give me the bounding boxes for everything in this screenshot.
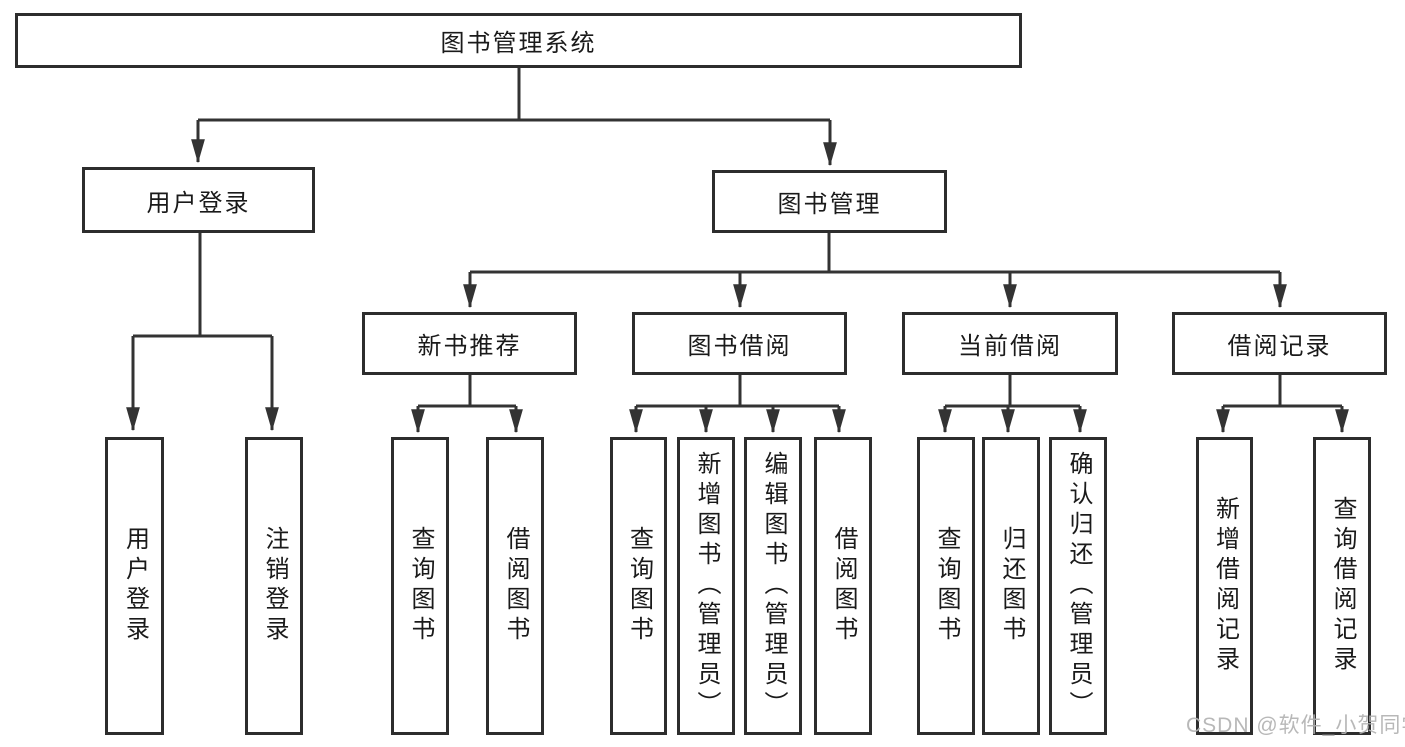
node-leaf-borrow-books-label: 借阅图书 bbox=[830, 526, 857, 646]
node-current-borrow: 当前借阅 bbox=[902, 312, 1118, 375]
node-root: 图书管理系统 bbox=[15, 13, 1022, 68]
node-leaf-borrow-books: 借阅图书 bbox=[814, 437, 872, 735]
node-leaf-query-books-recommend: 查询图书 bbox=[391, 437, 449, 735]
node-leaf-query-books-borrow-label: 查询图书 bbox=[625, 526, 653, 646]
node-new-book-recommend: 新书推荐 bbox=[362, 312, 577, 375]
node-book-management: 图书管理 bbox=[712, 170, 947, 233]
node-leaf-query-borrow-record: 查询借阅记录 bbox=[1313, 437, 1371, 735]
node-user-login-group-label: 用户登录 bbox=[146, 189, 251, 217]
node-leaf-add-books-admin: 新增图书（管理员） bbox=[677, 437, 735, 735]
node-leaf-query-books-current: 查询图书 bbox=[917, 437, 975, 735]
node-leaf-add-borrow-record: 新增借阅记录 bbox=[1196, 437, 1253, 735]
node-leaf-add-borrow-record-label: 新增借阅记录 bbox=[1211, 496, 1239, 676]
node-leaf-logout: 注销登录 bbox=[245, 437, 303, 735]
node-leaf-query-books-current-label: 查询图书 bbox=[933, 526, 960, 646]
node-borrow-records: 借阅记录 bbox=[1172, 312, 1387, 375]
node-leaf-confirm-return-admin-label: 确认归还（管理员） bbox=[1065, 451, 1092, 721]
node-root-label: 图书管理系统 bbox=[440, 30, 597, 57]
node-leaf-logout-label: 注销登录 bbox=[261, 526, 288, 646]
node-leaf-borrow-books-recommend-label: 借阅图书 bbox=[502, 526, 529, 646]
node-leaf-edit-books-admin: 编辑图书（管理员） bbox=[744, 437, 802, 735]
node-leaf-query-books-recommend-label: 查询图书 bbox=[407, 526, 434, 646]
node-user-login-group: 用户登录 bbox=[82, 167, 315, 233]
csdn-watermark: CSDN @软件_小贺同学 bbox=[1186, 714, 1405, 737]
node-leaf-query-borrow-record-label: 查询借阅记录 bbox=[1329, 496, 1356, 676]
node-leaf-return-books: 归还图书 bbox=[982, 437, 1040, 735]
node-leaf-user-login: 用户登录 bbox=[105, 437, 164, 735]
node-leaf-edit-books-admin-label: 编辑图书（管理员） bbox=[760, 451, 787, 721]
node-borrow-records-label: 借阅记录 bbox=[1227, 333, 1332, 360]
node-book-management-label: 图书管理 bbox=[777, 191, 882, 218]
node-new-book-recommend-label: 新书推荐 bbox=[417, 333, 522, 360]
node-leaf-borrow-books-recommend: 借阅图书 bbox=[486, 437, 544, 735]
node-current-borrow-label: 当前借阅 bbox=[958, 333, 1062, 360]
node-leaf-confirm-return-admin: 确认归还（管理员） bbox=[1049, 437, 1107, 735]
node-leaf-user-login-label: 用户登录 bbox=[121, 526, 149, 646]
node-book-borrow-label: 图书借阅 bbox=[687, 333, 792, 360]
node-leaf-add-books-admin-label: 新增图书（管理员） bbox=[693, 451, 720, 721]
node-leaf-return-books-label: 归还图书 bbox=[998, 526, 1025, 646]
node-leaf-query-books-borrow: 查询图书 bbox=[610, 437, 667, 735]
node-book-borrow: 图书借阅 bbox=[632, 312, 847, 375]
